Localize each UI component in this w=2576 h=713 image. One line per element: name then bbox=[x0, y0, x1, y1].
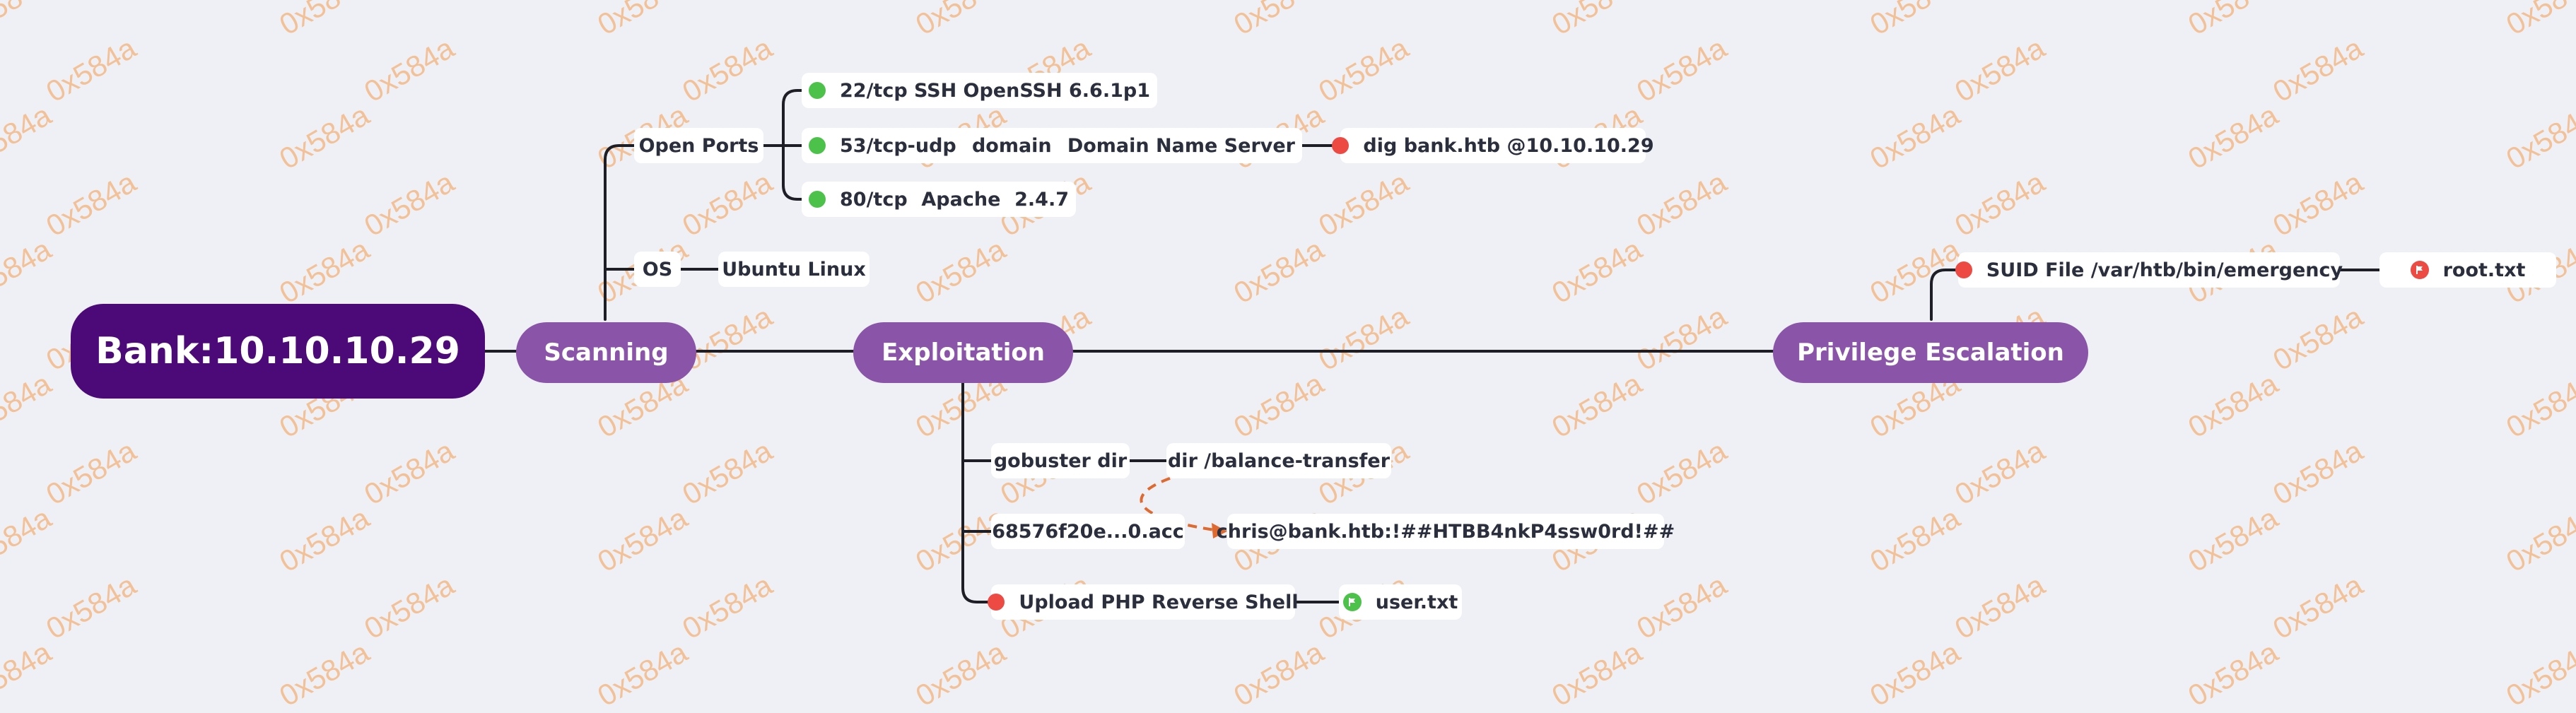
suid-label: SUID File /var/htb/bin/emergency bbox=[1986, 259, 2343, 281]
gobuster-node[interactable]: gobuster dir bbox=[991, 443, 1130, 478]
suid-node[interactable]: SUID File /var/htb/bin/emergency bbox=[1955, 252, 2343, 288]
os-node[interactable]: OS bbox=[634, 252, 681, 287]
acc-file-node[interactable]: 68576f20e...0.acc bbox=[991, 514, 1185, 549]
port-version: 2.4.7 bbox=[1014, 188, 1069, 211]
dig-command: dig bank.htb @10.10.10.29 bbox=[1363, 134, 1654, 157]
user-flag-node[interactable]: user.txt bbox=[1339, 584, 1462, 620]
root-node[interactable]: Bank:10.10.10.29 bbox=[71, 304, 485, 399]
flag-icon bbox=[2410, 261, 2429, 279]
dig-command-node[interactable]: dig bank.htb @10.10.10.29 bbox=[1332, 128, 1654, 163]
port-version: Domain Name Server bbox=[1067, 134, 1295, 157]
scanning-node[interactable]: Scanning bbox=[516, 322, 696, 383]
port-53-node[interactable]: 53/tcp-udp domain Domain Name Server bbox=[802, 128, 1302, 163]
flag-icon bbox=[1342, 593, 1362, 611]
port-version: OpenSSH 6.6.1p1 bbox=[963, 79, 1150, 102]
gobuster-label: gobuster dir bbox=[993, 449, 1128, 472]
open-ports-node[interactable]: Open Ports bbox=[634, 128, 763, 163]
open-ports-label: Open Ports bbox=[638, 134, 759, 157]
port-number: 22/tcp bbox=[840, 79, 908, 102]
balance-transfer-node[interactable]: dir /balance-transfer bbox=[1166, 443, 1391, 478]
port-number: 53/tcp-udp bbox=[840, 134, 956, 157]
status-dot-icon bbox=[809, 82, 826, 99]
exploitation-node[interactable]: Exploitation bbox=[853, 322, 1073, 383]
connector-lines bbox=[484, 89, 2381, 603]
port-80-node[interactable]: 80/tcp Apache 2.4.7 bbox=[802, 182, 1076, 217]
port-service: domain bbox=[971, 134, 1052, 157]
root-label: Bank:10.10.10.29 bbox=[95, 330, 460, 372]
acc-file-label: 68576f20e...0.acc bbox=[992, 520, 1184, 543]
scanning-label: Scanning bbox=[544, 338, 669, 367]
privesc-node[interactable]: Privilege Escalation bbox=[1773, 322, 2088, 383]
credentials-node[interactable]: chris@bank.htb:!##HTBB4nkP4ssw0rd!## bbox=[1217, 514, 1675, 549]
port-number: 80/tcp bbox=[840, 188, 908, 211]
exploitation-label: Exploitation bbox=[882, 338, 1045, 367]
status-dot-icon bbox=[988, 594, 1005, 611]
php-shell-node[interactable]: Upload PHP Reverse Shell bbox=[988, 584, 1299, 620]
user-flag-label: user.txt bbox=[1375, 591, 1458, 613]
port-service: SSH bbox=[913, 79, 957, 102]
os-value: Ubuntu Linux bbox=[722, 258, 866, 281]
credentials-label: chris@bank.htb:!##HTBB4nkP4ssw0rd!## bbox=[1216, 520, 1675, 543]
os-label: OS bbox=[642, 258, 673, 281]
status-dot-icon bbox=[809, 137, 826, 154]
php-shell-label: Upload PHP Reverse Shell bbox=[1019, 591, 1299, 613]
status-dot-icon bbox=[1955, 261, 1972, 278]
privesc-label: Privilege Escalation bbox=[1797, 338, 2064, 367]
root-flag-label: root.txt bbox=[2442, 259, 2526, 281]
port-22-node[interactable]: 22/tcp SSH OpenSSH 6.6.1p1 bbox=[802, 73, 1157, 108]
port-service: Apache bbox=[921, 188, 1001, 211]
root-flag-node[interactable]: root.txt bbox=[2379, 252, 2556, 288]
os-value-node[interactable]: Ubuntu Linux bbox=[718, 252, 870, 287]
status-dot-icon bbox=[1332, 137, 1350, 154]
status-dot-icon bbox=[809, 191, 826, 208]
balance-transfer-label: dir /balance-transfer bbox=[1167, 449, 1391, 472]
